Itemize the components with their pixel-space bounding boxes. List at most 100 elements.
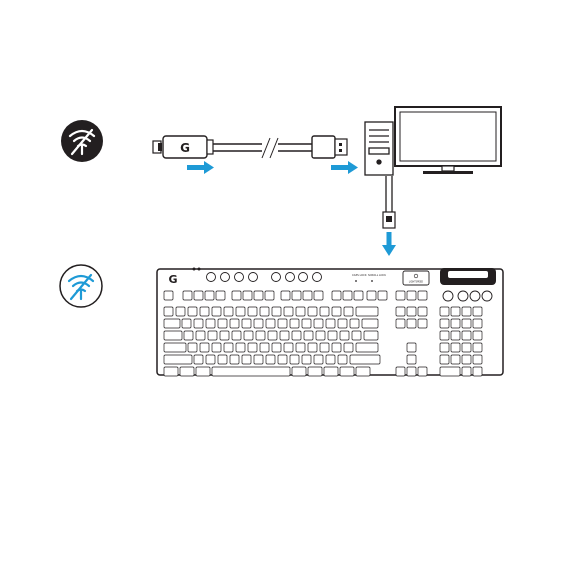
keycap [407, 343, 416, 352]
keycap [220, 331, 229, 340]
wireless-off-icon [61, 120, 103, 162]
keycap [302, 355, 311, 364]
keycap [244, 331, 253, 340]
keycap [473, 319, 482, 328]
keycap [212, 367, 290, 376]
keycap [340, 331, 349, 340]
keycap [284, 343, 293, 352]
computer-tower-icon [365, 122, 393, 175]
keycap [212, 307, 221, 316]
keycap [164, 291, 173, 300]
keycap [206, 319, 215, 328]
keycap [314, 291, 323, 300]
keycap [440, 331, 449, 340]
keycap [254, 319, 263, 328]
keycap [218, 355, 227, 364]
keycap [324, 367, 338, 376]
keycap [284, 307, 293, 316]
keycap [232, 291, 241, 300]
keycap [205, 291, 214, 300]
keycap [183, 291, 192, 300]
keycap [212, 343, 221, 352]
keycap [164, 331, 182, 340]
keycap [164, 367, 178, 376]
keycap [451, 355, 460, 364]
keycap [407, 307, 416, 316]
keycap [396, 307, 405, 316]
keycap [462, 367, 471, 376]
keycap [308, 307, 317, 316]
keycap [292, 367, 306, 376]
keycap [364, 331, 378, 340]
keycap [462, 307, 471, 316]
usb-receiver: G [153, 136, 213, 158]
svg-text:SCROLL LOCK: SCROLL LOCK [368, 273, 386, 277]
keycap [354, 291, 363, 300]
keycap [243, 291, 252, 300]
media-control-button [443, 291, 453, 301]
keycap [281, 291, 290, 300]
keycap [473, 331, 482, 340]
keycap [407, 367, 416, 376]
keycap [340, 367, 354, 376]
keycap [182, 319, 191, 328]
keycap [208, 331, 217, 340]
keycap [316, 331, 325, 340]
keycap [344, 343, 353, 352]
keycap [440, 343, 449, 352]
keycap [296, 307, 305, 316]
keycap [260, 307, 269, 316]
keycap [242, 355, 251, 364]
keycap [440, 355, 449, 364]
keycap [407, 355, 416, 364]
receiver-logo: G [180, 141, 190, 155]
keyboard-cable [383, 176, 395, 228]
keycap [206, 355, 215, 364]
media-control-button [482, 291, 492, 301]
keycap [338, 319, 347, 328]
keycap [356, 343, 378, 352]
keycap [440, 307, 449, 316]
keycap [356, 307, 378, 316]
keycap [196, 331, 205, 340]
monitor-icon [395, 107, 501, 174]
keycap [418, 307, 427, 316]
keycap [407, 291, 416, 300]
keycap [350, 355, 380, 364]
keycap [292, 291, 301, 300]
volume-wheel [440, 268, 496, 285]
keycap [328, 331, 337, 340]
keycap [314, 319, 323, 328]
media-control-button [470, 291, 480, 301]
keycap [362, 319, 378, 328]
keycap [230, 319, 239, 328]
keycap [200, 343, 209, 352]
arrow-right-icon [187, 161, 214, 174]
keycap [224, 307, 233, 316]
lightspeed-button: LIGHTSPEED [403, 271, 429, 285]
keycap [352, 331, 361, 340]
keycap [272, 307, 281, 316]
keycap [344, 307, 353, 316]
keycap [184, 331, 193, 340]
usb-a-plug [312, 136, 347, 158]
keycap [265, 291, 274, 300]
keycap [304, 331, 313, 340]
arrow-down-icon [382, 232, 396, 256]
keycap [451, 319, 460, 328]
keycap [194, 355, 203, 364]
keycap [320, 307, 329, 316]
media-control-button [458, 291, 468, 301]
keycap [290, 319, 299, 328]
keycap [254, 291, 263, 300]
keycap [451, 307, 460, 316]
keycap [332, 291, 341, 300]
keycap [308, 367, 322, 376]
keycap [473, 355, 482, 364]
keycap [194, 291, 203, 300]
keycap [451, 343, 460, 352]
keycap [314, 355, 323, 364]
keycap [188, 343, 197, 352]
keycap [473, 307, 482, 316]
